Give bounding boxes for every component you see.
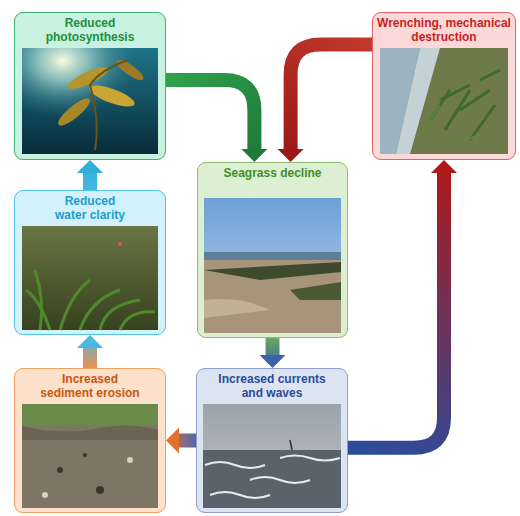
- waves-photo-part: [290, 440, 292, 450]
- box-title: Reduced water clarity: [49, 194, 131, 222]
- arrow-shaft: [348, 173, 444, 448]
- kelp-photo-part: [114, 57, 146, 84]
- beach-photo-part: [204, 198, 341, 333]
- arrow-head: [431, 160, 457, 173]
- murky-water-photo: [22, 226, 158, 330]
- sediment-photo-part: [22, 404, 158, 426]
- beach-photo-part: [204, 262, 341, 280]
- waves-photo-part: [203, 404, 341, 508]
- murky-water-photo-part: [26, 270, 155, 330]
- box-fill-part: [372, 12, 516, 160]
- murky-water-photo-part: [118, 242, 122, 246]
- sediment-photo-part: [83, 453, 87, 457]
- process-box: Increased currents and waves: [196, 368, 348, 513]
- arrow-shaft: [166, 80, 254, 149]
- flow-arrow: [260, 338, 286, 368]
- box-fill: [14, 12, 516, 513]
- sediment-photo-part: [96, 486, 104, 494]
- mudflat-photo-part: [430, 70, 500, 140]
- arrow-shaft: [291, 45, 372, 149]
- mudflat-photo-part: [420, 105, 480, 145]
- box-fill-part: [14, 368, 166, 513]
- beach-photo-part: [204, 299, 270, 318]
- box-fill-part: [196, 368, 348, 513]
- arrow-head: [77, 335, 103, 348]
- arrow-shaft: [179, 434, 196, 448]
- flow-arrow: [77, 160, 103, 190]
- beach-photo: [204, 198, 341, 333]
- box-title: Increased currents and waves: [215, 372, 329, 400]
- kelp-photo-part: [22, 48, 158, 154]
- box-fill-part: [197, 162, 348, 338]
- murky-water-photo-part: [22, 226, 158, 330]
- mudflat-photo-part: [380, 48, 508, 154]
- mudflat-photo-part: [396, 48, 440, 154]
- kelp-photo-part: [90, 60, 128, 150]
- box-title: Wrenching, mechanical destruction: [374, 16, 514, 44]
- flow-arrow: [166, 80, 267, 162]
- arrow-head: [241, 149, 267, 162]
- arrow-head: [77, 160, 103, 173]
- box-fill-part: [14, 12, 166, 160]
- beach-photo-part: [204, 260, 341, 333]
- sediment-photo-part: [22, 404, 158, 508]
- process-box: Wrenching, mechanical destruction: [372, 12, 516, 160]
- process-box: Increased sediment erosion: [14, 368, 166, 513]
- waves-photo: [203, 404, 341, 508]
- beach-photo-part: [290, 282, 341, 300]
- flow-arrow: [348, 160, 457, 448]
- process-box: Reduced water clarity: [14, 190, 166, 335]
- arrow-shaft: [266, 338, 280, 355]
- sediment-photo-part: [127, 457, 133, 463]
- flow-arrow: [166, 428, 196, 454]
- kelp-photo-part: [22, 48, 158, 154]
- mudflat-photo: [380, 48, 508, 154]
- arrow-head: [260, 355, 286, 368]
- sediment-photo-part: [22, 425, 158, 440]
- box-title: Reduced photosynthesis: [25, 16, 155, 44]
- arrow-head: [166, 428, 179, 454]
- arrow-shaft: [83, 348, 97, 368]
- sediment-photo: [22, 404, 158, 508]
- arrow-head: [278, 149, 304, 162]
- kelp-photo: [22, 48, 158, 154]
- process-box: Seagrass decline: [197, 162, 348, 338]
- flow-arrow: [77, 335, 103, 368]
- arrow-shaft: [83, 173, 97, 190]
- process-box: Reduced photosynthesis: [14, 12, 166, 160]
- sediment-photo-part: [42, 492, 48, 498]
- box-fill-part: [14, 190, 166, 335]
- beach-photo-part: [204, 252, 341, 260]
- box-title: Increased sediment erosion: [36, 372, 144, 400]
- box-title: Seagrass decline: [203, 166, 343, 180]
- sediment-photo-part: [57, 467, 63, 473]
- waves-photo-part: [205, 456, 340, 499]
- flow-arrow: [278, 45, 372, 162]
- waves-photo-part: [203, 450, 341, 508]
- kelp-photo-part: [55, 95, 93, 130]
